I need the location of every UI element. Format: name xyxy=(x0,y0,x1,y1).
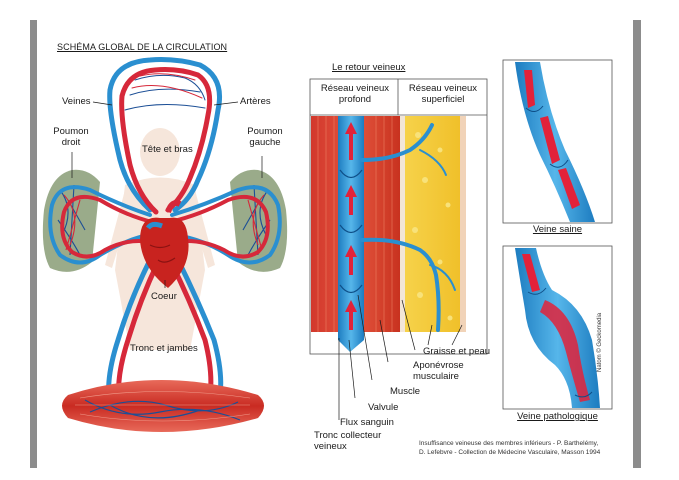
label-aponevrose-line1: Aponévrose xyxy=(413,360,464,371)
label-muscle: Muscle xyxy=(390,386,421,397)
label-reseau-superficiel: Réseau veineux superficiel xyxy=(399,83,487,105)
healthy-vein-valves xyxy=(525,105,569,168)
label-poumon-droit-line2: droit xyxy=(61,137,81,148)
superficial-veins xyxy=(360,123,456,332)
label-arteres: Artères xyxy=(240,96,271,107)
label-poumon-gauche-line2: gauche xyxy=(249,137,281,148)
label-tronc-collecteur: Tronc collecteur veineux xyxy=(314,430,381,452)
pathological-vein-valves xyxy=(527,287,593,398)
flow-arrows xyxy=(345,122,357,330)
middle-leader-lines xyxy=(338,294,463,420)
side-credit: Natom © Geckomedia xyxy=(597,312,603,372)
left-leader-lines xyxy=(71,101,263,288)
label-poumon-gauche: Poumon gauche xyxy=(240,126,290,148)
label-coeur: Coeur xyxy=(151,291,177,302)
label-poumon-droit-line1: Poumon xyxy=(53,126,89,137)
label-veines: Veines xyxy=(62,96,91,107)
label-tronc-jambes: Tronc et jambes xyxy=(130,343,198,354)
frame-left-bar xyxy=(30,20,37,468)
fat-band xyxy=(405,116,460,332)
label-aponevrose-line2: musculaire xyxy=(413,371,459,382)
venous-valves xyxy=(339,169,363,294)
fat-texture xyxy=(412,132,453,321)
label-reseau-profond-line1: Réseau veineux xyxy=(320,83,390,94)
muscle-fibers xyxy=(317,116,393,332)
label-aponevrose: Aponévrose musculaire xyxy=(413,360,464,382)
frame-right-bar xyxy=(633,20,641,468)
lung-vessels xyxy=(57,184,271,256)
credit-text: Insuffisance veineuse des membres inféri… xyxy=(419,439,600,457)
label-reseau-superficiel-line1: Réseau veineux xyxy=(408,83,478,94)
label-graisse-peau: Graisse et peau xyxy=(423,346,491,357)
healthy-vein-flow xyxy=(524,70,580,209)
label-reseau-profond-line2: profond xyxy=(338,94,372,105)
credit-line1: Insuffisance veineuse des membres inféri… xyxy=(419,440,599,447)
label-veine-saine: Veine saine xyxy=(532,224,583,235)
label-reseau-profond: Réseau veineux profond xyxy=(312,83,398,105)
heart xyxy=(140,200,189,288)
muscle-vessels xyxy=(75,391,251,422)
tissue-frame xyxy=(309,78,488,355)
label-poumon-droit: Poumon droit xyxy=(46,126,96,148)
label-tronc-collecteur-line1: Tronc collecteur xyxy=(314,430,382,441)
label-veine-pathologique: Veine pathologique xyxy=(517,411,598,422)
upper-circulation xyxy=(107,57,222,215)
label-flux-sanguin: Flux sanguin xyxy=(340,417,394,428)
label-valvule: Valvule xyxy=(368,402,399,413)
lower-muscle xyxy=(62,380,264,432)
label-tronc-collecteur-line2: veineux xyxy=(314,441,347,452)
left-title: SCHÉMA GLOBAL DE LA CIRCULATION xyxy=(57,42,228,52)
label-poumon-gauche-line1: Poumon xyxy=(247,126,283,137)
credit-line2: D. Lefebvre - Collection de Médecine Vas… xyxy=(419,449,601,456)
pulmonary-vessels xyxy=(48,185,282,265)
aponeurosis-band xyxy=(400,116,405,332)
label-tete-bras: Tête et bras xyxy=(142,144,193,155)
label-reseau-superficiel-line2: superficiel xyxy=(421,94,465,105)
right-title: Le retour veineux xyxy=(332,62,406,73)
skin-band xyxy=(460,116,466,332)
pathological-vein-flow xyxy=(522,254,590,402)
